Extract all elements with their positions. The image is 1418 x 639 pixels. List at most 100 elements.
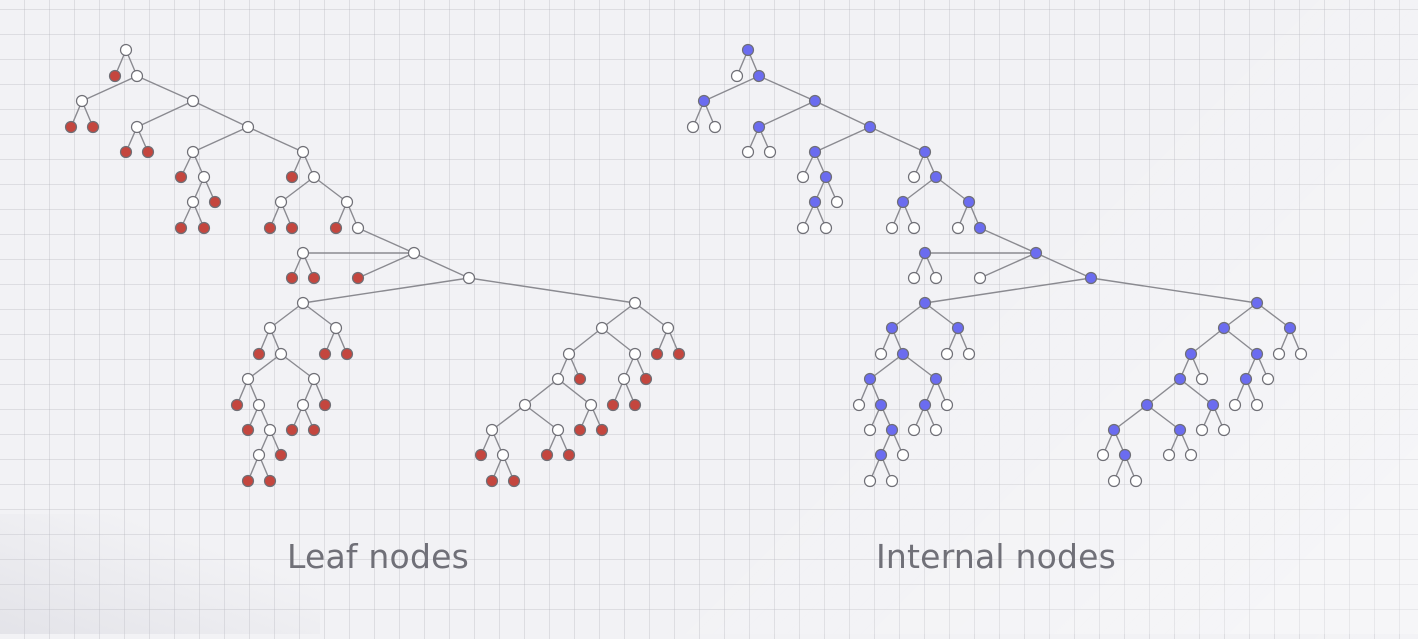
leaf-node	[573, 423, 587, 437]
tree-edge	[1190, 327, 1225, 355]
leaf-node	[208, 195, 222, 209]
internal-node	[263, 321, 277, 335]
leaf-node	[1129, 474, 1143, 488]
leaf-node	[708, 120, 722, 134]
tree-edge	[814, 100, 871, 128]
leaf-node	[1195, 372, 1209, 386]
tree-edge	[357, 227, 415, 254]
leaf-node	[639, 372, 653, 386]
internal-node	[1283, 321, 1297, 335]
leaf-node	[929, 423, 943, 437]
internal-node	[186, 145, 200, 159]
internal-node	[186, 94, 200, 108]
leaf-node	[940, 398, 954, 412]
internal-node	[496, 448, 510, 462]
tree-edge	[1035, 252, 1092, 279]
leaf-node	[64, 120, 78, 134]
internal-node	[485, 423, 499, 437]
leaf-node	[951, 221, 965, 235]
leaf-node	[852, 398, 866, 412]
tree-edge	[192, 126, 249, 153]
internal-node	[119, 43, 133, 57]
tree-edge	[869, 353, 904, 380]
internal-node	[752, 120, 766, 134]
leaf-node	[907, 271, 921, 285]
tree-edge	[601, 302, 636, 329]
tree-edge	[136, 75, 194, 102]
internal-nodes-caption: Internal nodes	[876, 537, 1117, 576]
tree-edge	[524, 378, 559, 406]
internal-node	[1250, 296, 1264, 310]
leaf-node	[263, 474, 277, 488]
internal-node	[562, 347, 576, 361]
leaf-node	[340, 347, 354, 361]
internal-node	[197, 170, 211, 184]
leaf-node	[285, 271, 299, 285]
tree-edge	[1223, 302, 1258, 329]
internal-node	[1140, 398, 1154, 412]
leaf-node	[929, 271, 943, 285]
internal-node	[918, 296, 932, 310]
leaf-node	[730, 69, 744, 83]
internal-node	[329, 321, 343, 335]
tree-edge	[703, 75, 760, 102]
tree-edge	[568, 327, 603, 355]
tree-edge	[413, 252, 470, 279]
internal-node	[885, 321, 899, 335]
leaf-node	[672, 347, 686, 361]
internal-node	[130, 69, 144, 83]
leaf-node	[285, 170, 299, 184]
leaf-node	[796, 170, 810, 184]
leaf-node	[885, 221, 899, 235]
leaf-node	[507, 474, 521, 488]
leaf-node	[119, 145, 133, 159]
leaf-node	[1228, 398, 1242, 412]
leaf-node	[1250, 398, 1264, 412]
leaf-node	[318, 347, 332, 361]
leaf-node	[285, 423, 299, 437]
leaf-node	[907, 170, 921, 184]
leaf-node	[252, 347, 266, 361]
internal-node	[186, 195, 200, 209]
leaf-node	[1184, 448, 1198, 462]
tree-edge	[302, 277, 470, 304]
internal-node	[808, 94, 822, 108]
internal-node	[929, 372, 943, 386]
tree-edge	[979, 252, 1037, 279]
tree-edge	[192, 100, 249, 128]
tree-edge	[979, 227, 1037, 254]
internal-node	[885, 423, 899, 437]
leaf-node	[896, 448, 910, 462]
tree-edge	[1179, 378, 1214, 406]
internal-node	[1206, 398, 1220, 412]
internal-node	[296, 246, 310, 260]
internal-node	[661, 321, 675, 335]
internal-node	[1239, 372, 1253, 386]
tree-edge	[924, 302, 959, 329]
leaf-node	[973, 271, 987, 285]
tree-edge	[902, 176, 937, 203]
leaf-node	[562, 448, 576, 462]
internal-node	[1107, 423, 1121, 437]
leaf-node	[1162, 448, 1176, 462]
leaf-node	[940, 347, 954, 361]
tree-edge	[1146, 378, 1181, 406]
internal-node	[307, 372, 321, 386]
leaf-node	[307, 423, 321, 437]
internal-node	[863, 372, 877, 386]
internal-node	[307, 170, 321, 184]
leaf-nodes-caption: Leaf nodes	[287, 537, 469, 576]
tree-edge	[758, 75, 816, 102]
leaf-node	[874, 347, 888, 361]
tree-edge	[524, 404, 559, 431]
tree-edge	[357, 252, 415, 279]
leaf-node	[907, 423, 921, 437]
leaf-node	[907, 221, 921, 235]
internal-node	[918, 246, 932, 260]
internal-node	[252, 448, 266, 462]
leaf-node	[1195, 423, 1209, 437]
internal-node	[929, 170, 943, 184]
tree-edge	[935, 176, 970, 203]
leaf-node	[796, 221, 810, 235]
